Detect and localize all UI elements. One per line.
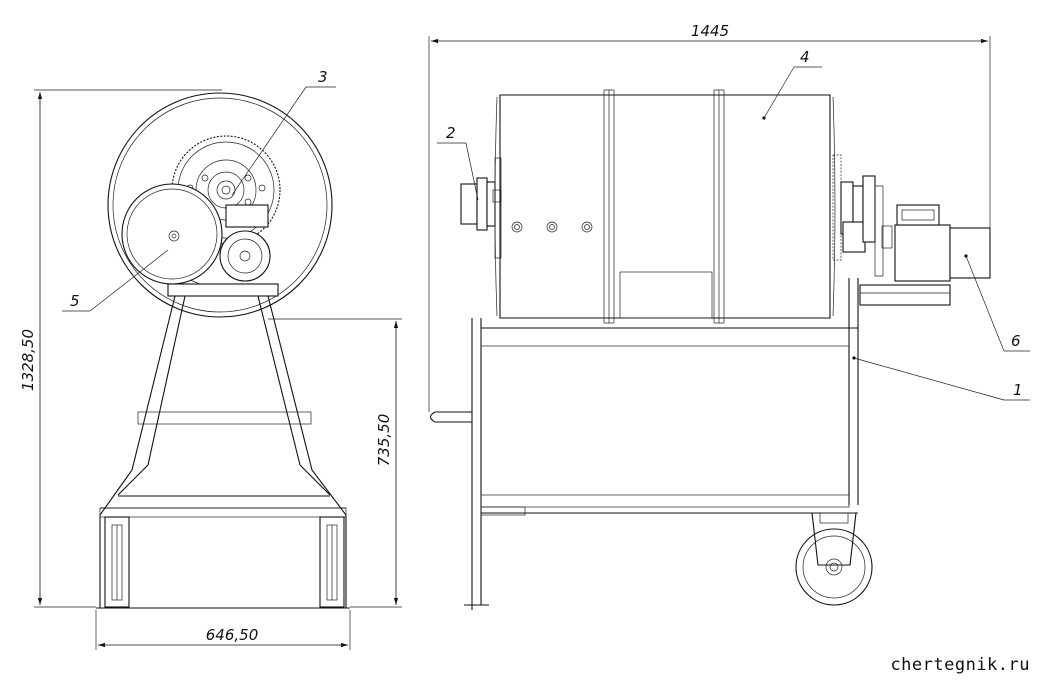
callout-6-label: 6 <box>1011 332 1021 350</box>
website-watermark: chertegnik.ru <box>890 655 1030 675</box>
callout-1: 1 <box>852 356 1030 401</box>
callout-3-label: 3 <box>318 68 328 86</box>
dim-base-width: 646,50 <box>95 610 351 650</box>
callout-1-label: 1 <box>1013 381 1023 399</box>
callout-2: 2 <box>437 124 479 201</box>
front-view <box>96 92 350 609</box>
dim-total-height: 1328,50 <box>19 89 222 608</box>
dim-base-width-label: 646,50 <box>206 626 259 644</box>
callout-5: 5 <box>62 249 169 312</box>
callout-3: 3 <box>231 68 336 196</box>
callout-4-label: 4 <box>800 48 810 66</box>
callout-2-label: 2 <box>446 124 456 142</box>
callout-4: 4 <box>762 48 822 120</box>
dim-frame-height-label: 735,50 <box>375 414 393 467</box>
dim-total-height-label: 1328,50 <box>19 329 37 391</box>
dim-frame-height: 735,50 <box>268 318 402 608</box>
side-view <box>429 89 991 610</box>
callout-5-label: 5 <box>70 292 80 310</box>
callout-6: 6 <box>964 254 1030 352</box>
dim-total-length: 1445 <box>428 22 991 412</box>
dim-total-length-label: 1445 <box>691 22 729 40</box>
